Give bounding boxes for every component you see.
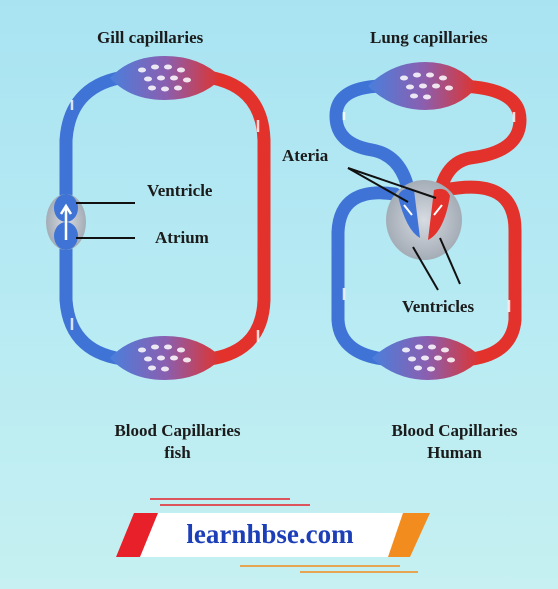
brand-banner [116, 498, 430, 573]
human-pulmonary-blue [329, 79, 417, 207]
human-heart [386, 180, 462, 260]
fish-heart [46, 194, 86, 250]
lung-capillaries-label: Lung capillaries [370, 28, 488, 47]
lung-capillaries-shape [368, 62, 478, 110]
human-systemic-blue [331, 186, 402, 367]
human-pulmonary-red [431, 79, 527, 217]
human-systemic-red [438, 180, 522, 367]
fish-body-capillaries-shape [110, 336, 222, 380]
human-body-capillaries-shape [372, 336, 482, 380]
atrium-label: Atrium [155, 228, 209, 247]
ventricles-label: Ventricles [402, 297, 475, 316]
fish-red-vessel [193, 69, 271, 367]
fish-circulation [46, 56, 271, 380]
gill-capillaries-label: Gill capillaries [97, 28, 204, 47]
fish-caption-line2: fish [164, 443, 191, 462]
gill-capillaries-shape [110, 56, 222, 100]
brand-logo-text: learnhbse.com [186, 519, 354, 549]
human-caption-line2: Human [427, 443, 482, 462]
human-caption-line1: Blood Capillaries [391, 421, 518, 440]
ateria-label: Ateria [282, 146, 329, 165]
fish-caption: Blood Capillaries fish [95, 420, 260, 464]
fish-caption-line1: Blood Capillaries [114, 421, 241, 440]
ventricle-label: Ventricle [147, 181, 213, 200]
human-caption: Blood Capillaries Human [372, 420, 537, 464]
human-circulation [329, 62, 527, 380]
